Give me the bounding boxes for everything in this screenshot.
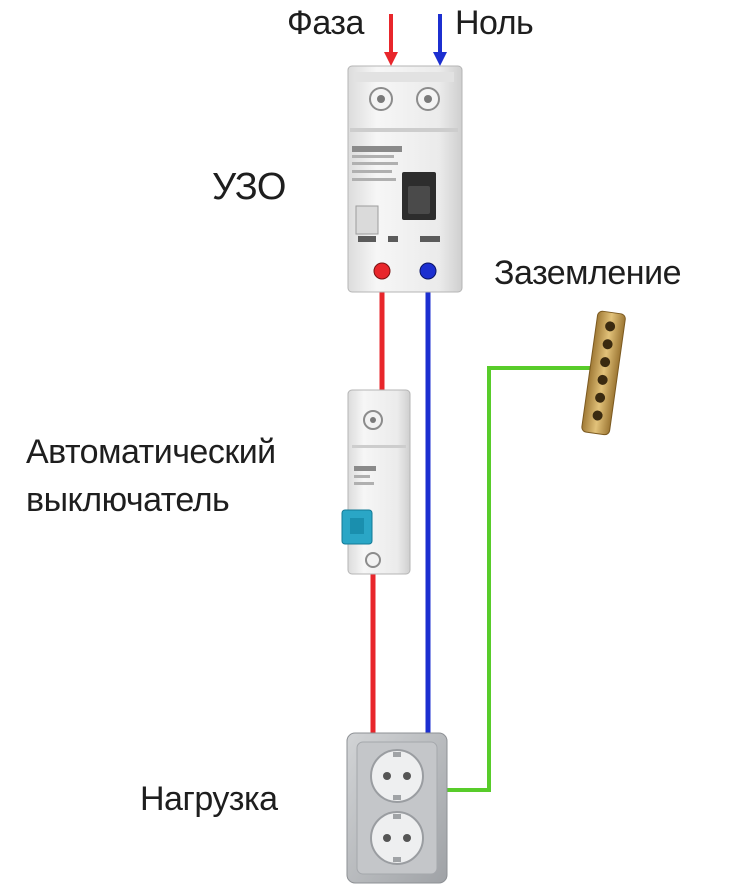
rcd-output-terminal: [419, 262, 437, 280]
breaker-terminal-screw: [365, 552, 381, 568]
phase-label: Фаза: [287, 4, 364, 42]
ground-label: Заземление: [494, 254, 681, 292]
socket-receptacle-icon: [370, 811, 424, 865]
phase-arrow-icon: [384, 52, 398, 66]
socket-receptacle-icon: [370, 749, 424, 803]
load-label: Нагрузка: [140, 780, 278, 818]
rcd-device: [347, 65, 463, 293]
rcd-output-terminal: [373, 262, 391, 280]
socket-outlet: [346, 732, 448, 884]
rcd-test-button: [355, 205, 379, 235]
neutral-label: Ноль: [455, 4, 534, 42]
ground-wire: [445, 366, 590, 792]
breaker-label: Автоматический выключатель: [26, 428, 276, 524]
rcd-label: УЗО: [212, 166, 286, 208]
rcd-toggle: [408, 186, 430, 214]
neutral-arrow-icon: [433, 52, 447, 66]
grounding-busbar: [581, 310, 626, 436]
circuit-breaker-device: [341, 389, 411, 575]
breaker-label-line1: Автоматический: [26, 433, 276, 471]
breaker-label-line2: выключатель: [26, 481, 230, 519]
